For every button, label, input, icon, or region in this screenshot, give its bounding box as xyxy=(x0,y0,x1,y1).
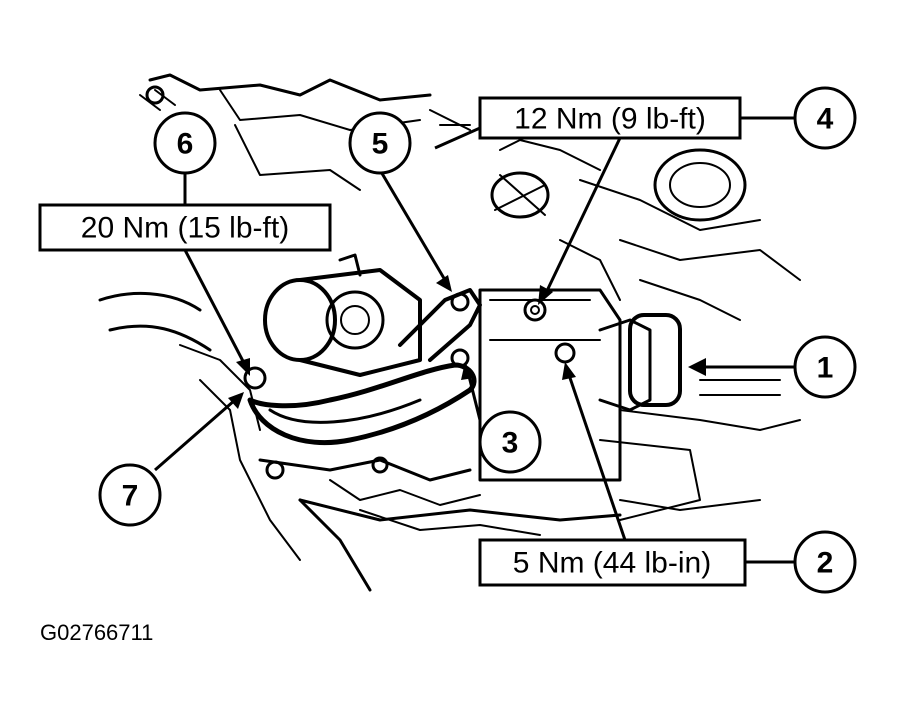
torque-spec-2: 5 Nm (44 lb-in) xyxy=(478,538,747,587)
figure-id: G02766711 xyxy=(40,620,154,645)
callout-3-number: 3 xyxy=(502,427,519,460)
callout-2-number: 2 xyxy=(817,547,834,580)
callout-6-number: 6 xyxy=(177,128,194,161)
torque-spec-4: 12 Nm (9 lb-ft) xyxy=(478,96,742,140)
callout-1-number: 1 xyxy=(817,352,834,385)
torque-spec-2-text: 5 Nm (44 lb-in) xyxy=(513,547,711,580)
torque-spec-4-text: 12 Nm (9 lb-ft) xyxy=(514,103,706,136)
callout-6: 6 xyxy=(153,111,217,175)
callout-2: 2 xyxy=(793,530,857,594)
callout-5-number: 5 xyxy=(372,128,389,161)
callout-4-number: 4 xyxy=(817,103,834,136)
callout-3: 3 xyxy=(478,410,542,474)
callout-1: 1 xyxy=(793,335,857,399)
leader-lines xyxy=(154,116,795,564)
callout-5: 5 xyxy=(348,111,412,175)
torque-spec-6-text: 20 Nm (15 lb-ft) xyxy=(81,212,289,245)
torque-spec-6: 20 Nm (15 lb-ft) xyxy=(38,203,332,252)
callout-7: 7 xyxy=(98,463,162,527)
callout-4: 4 xyxy=(793,86,857,150)
callout-7-number: 7 xyxy=(122,480,139,513)
